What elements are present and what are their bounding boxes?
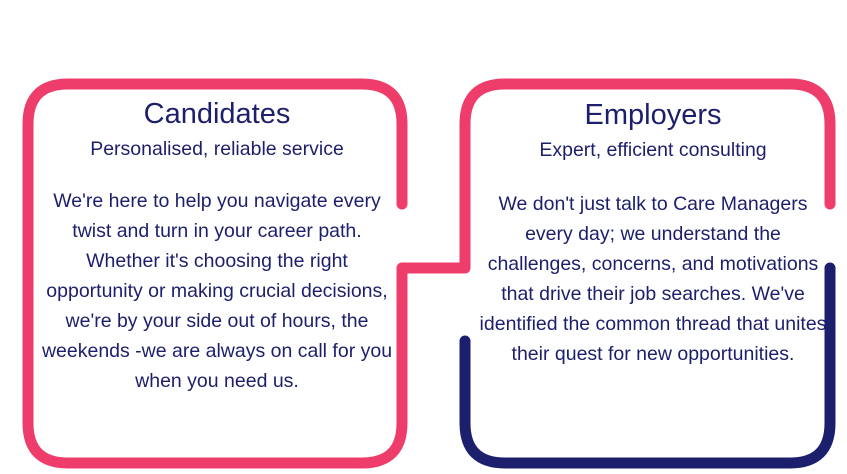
employers-card: Employers Expert, efficient consulting W… xyxy=(478,97,828,369)
employers-subtitle: Expert, efficient consulting xyxy=(539,139,767,161)
candidates-card: Candidates Personalised, reliable servic… xyxy=(38,96,396,396)
candidates-frame xyxy=(22,78,836,469)
candidates-body: We're here to help you navigate every tw… xyxy=(41,190,393,392)
employers-title: Employers xyxy=(584,99,722,131)
employers-body: We don't just talk to Care Managers ever… xyxy=(479,193,827,365)
candidates-subtitle: Personalised, reliable service xyxy=(90,138,344,160)
employers-frame xyxy=(459,262,836,469)
candidates-title: Candidates xyxy=(143,98,291,130)
